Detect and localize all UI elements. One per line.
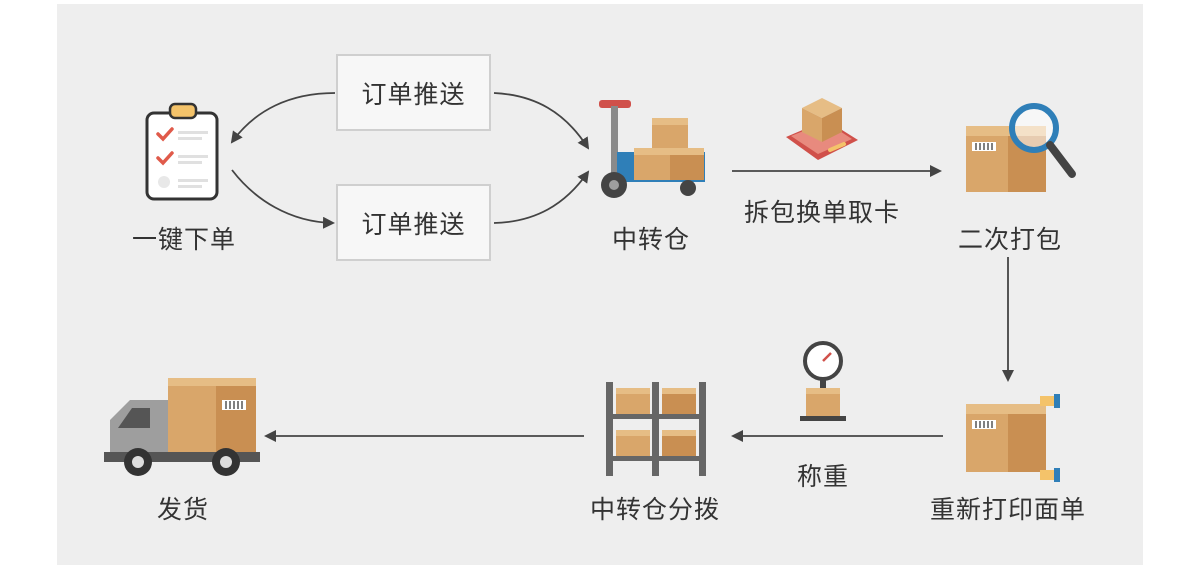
push-box-bottom: 订单推送 [336,184,491,261]
pallet-jack-icon [599,100,705,198]
box-magnifier-icon [966,103,1076,192]
step-weigh-label: 称重 [796,462,850,491]
delivery-truck-icon [104,378,260,476]
arrow-order-to-push-bottom [231,169,335,229]
step-reprint-label: 重新打印面单 [929,495,1087,524]
step-unpack-label: 拆包换单取卡 [743,198,901,227]
diagram-panel [57,4,1143,565]
arrow-push-bottom-to-transfer [493,170,590,224]
push-box-top-label: 订单推送 [361,79,466,109]
clipboard-checklist-icon [145,102,219,201]
package-scale-icon [786,98,858,160]
push-box-top: 订单推送 [336,54,491,131]
arrow-push-top-to-order [230,92,336,144]
step-repack-label: 二次打包 [957,225,1063,254]
weighing-scale-icon [800,341,846,421]
step-ship-label: 发货 [156,495,210,524]
warehouse-shelf-icon [606,382,706,476]
arrow-push-top-to-transfer [493,92,590,150]
step-distribute-label: 中转仓分拨 [589,495,721,524]
push-box-bottom-label: 订单推送 [361,209,466,239]
step-transfer-label: 中转仓 [611,225,691,254]
box-label-icon [966,394,1060,482]
step-order-label: 一键下单 [131,225,237,254]
